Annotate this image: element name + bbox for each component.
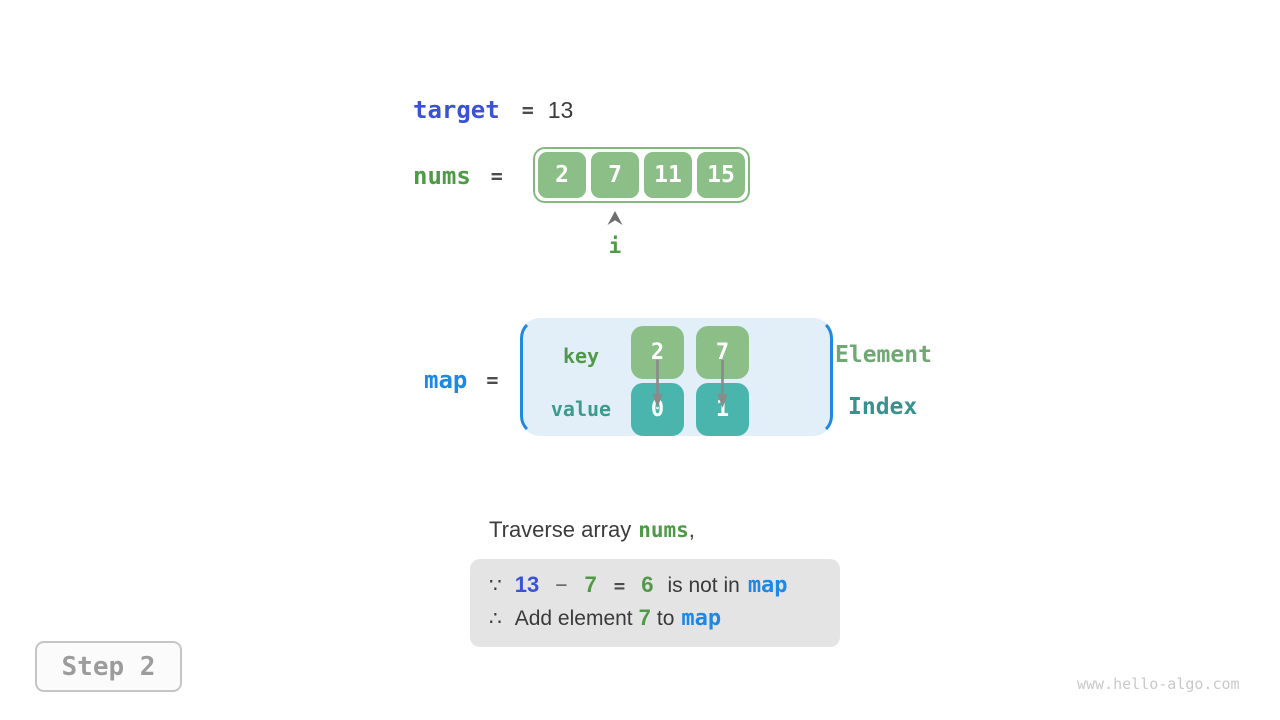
value-cell: 1 xyxy=(696,383,749,436)
caption-prefix: Traverse array xyxy=(489,517,632,542)
therefore-symbol: ∴ xyxy=(489,608,502,630)
subtrahend-value: 7 xyxy=(584,572,597,597)
because-line: ∵ 13 − 7 = 6 is not in map xyxy=(489,572,840,598)
not-in-text: is not in xyxy=(667,574,740,597)
map-assignment: map = xyxy=(424,366,498,394)
add-element-text: Add element xyxy=(514,607,633,630)
equals-sign: = xyxy=(490,164,503,188)
equals-sign: = xyxy=(613,575,626,597)
up-arrowhead-icon xyxy=(607,211,623,225)
down-arrow-icon xyxy=(717,360,728,408)
array-cell: 7 xyxy=(591,152,639,198)
map-entries: 2 0 7 1 xyxy=(631,326,749,436)
caption-nums: nums xyxy=(638,518,689,542)
array-cell: 15 xyxy=(697,152,745,198)
reasoning-box: ∵ 13 − 7 = 6 is not in map ∴ Add element… xyxy=(470,559,840,647)
equals-sign: = xyxy=(486,368,499,392)
because-symbol: ∵ xyxy=(489,575,502,597)
element-label: Element xyxy=(835,342,932,368)
caption-text: Traverse array nums , xyxy=(489,517,695,543)
index-label: Index xyxy=(848,394,918,420)
map-box: key value 2 0 7 1 xyxy=(520,318,833,436)
down-arrow-icon xyxy=(652,360,663,408)
map-keyword: map xyxy=(424,366,468,394)
target-assignment: target = 13 xyxy=(413,96,573,124)
array-cell: 11 xyxy=(644,152,692,198)
caption-comma: , xyxy=(688,517,695,542)
map-entry: 2 0 xyxy=(631,326,684,436)
nums-keyword: nums xyxy=(413,162,471,190)
added-element-value: 7 xyxy=(638,605,651,630)
difference-value: 6 xyxy=(641,572,654,597)
target-value: 13 xyxy=(547,96,574,123)
map-row-labels: key value xyxy=(531,321,631,433)
nums-array: 2 7 11 15 xyxy=(533,147,750,203)
step-badge: Step 2 xyxy=(35,641,182,692)
watermark: www.hello-algo.com xyxy=(1077,675,1240,693)
therefore-line: ∴ Add element 7 to map xyxy=(489,605,840,631)
array-cell: 2 xyxy=(538,152,586,198)
to-text: to xyxy=(656,607,675,630)
equals-sign: = xyxy=(521,98,534,122)
map-entry: 7 1 xyxy=(696,326,749,436)
minuend-value: 13 xyxy=(514,572,540,597)
nums-assignment: nums = xyxy=(413,162,503,190)
key-row-label: key xyxy=(562,344,600,368)
map-keyword: map xyxy=(747,573,788,598)
minus-sign: − xyxy=(555,574,568,597)
pointer-i-label: i xyxy=(608,234,622,258)
map-keyword: map xyxy=(681,606,722,631)
value-row-label: value xyxy=(550,397,612,421)
target-keyword: target xyxy=(413,96,500,124)
